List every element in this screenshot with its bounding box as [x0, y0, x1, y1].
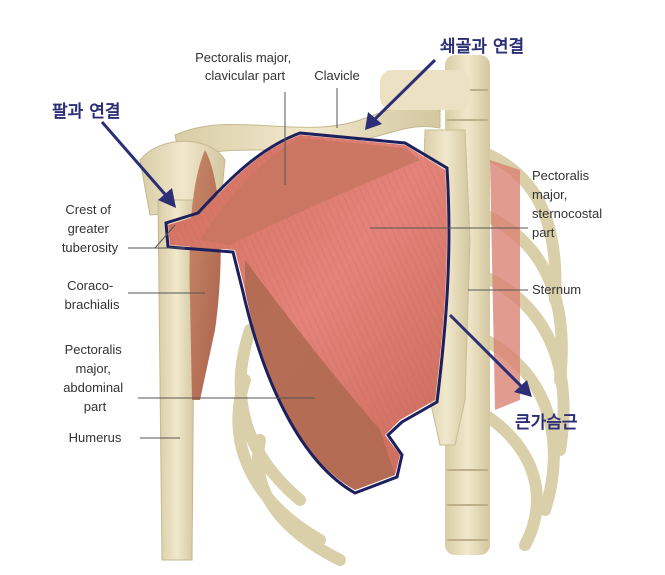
label-pect-sternocostal-line2: major,	[532, 187, 567, 202]
label-clavicle: Clavicle	[314, 68, 360, 83]
label-crest-line3: tuberosity	[62, 240, 119, 255]
label-coracobrachialis-line1: Coraco-	[67, 278, 113, 293]
label-crest: Crest of greater tuberosity	[62, 202, 119, 255]
label-pect-sternocostal-line4: part	[532, 225, 555, 240]
label-pect-clavicular-line2: clavicular part	[205, 68, 286, 83]
serratus-muscle	[490, 160, 520, 410]
label-crest-line1: Crest of	[65, 202, 111, 217]
annotation-pectoralis-major: 큰가슴근	[515, 413, 578, 433]
annotation-arrows	[100, 58, 532, 397]
label-crest-line2: greater	[68, 221, 110, 236]
pectoralis-outline	[164, 131, 451, 495]
label-coracobrachialis-line2: brachialis	[65, 297, 120, 312]
pectoralis-abdominal-part	[245, 260, 395, 490]
label-sternum: Sternum	[532, 282, 581, 297]
muscles	[164, 131, 520, 495]
label-pect-sternocostal-line3: sternocostal	[532, 206, 602, 221]
label-pect-abdominal-line1: Pectoralis	[65, 342, 123, 357]
label-pect-abdominal-line3: abdominal	[63, 380, 123, 395]
annotation-clavicle-connection: 쇄골과 연결	[440, 37, 524, 57]
label-pect-abdominal-line2: major,	[75, 361, 110, 376]
leader-lines	[128, 88, 528, 439]
label-humerus: Humerus	[69, 430, 122, 445]
label-pect-sternocostal-line1: Pectoralis	[532, 168, 590, 183]
pectoralis-clavicular-part	[200, 138, 420, 245]
label-pect-abdominal-line4: part	[84, 399, 107, 414]
label-coracobrachialis: Coraco- brachialis	[65, 278, 120, 312]
label-pect-sternocostal: Pectoralis major, sternocostal part	[532, 168, 606, 240]
humerus-bone	[157, 199, 196, 561]
label-pect-clavicular: Pectoralis major, clavicular part	[195, 50, 295, 83]
label-pect-clavicular-line1: Pectoralis major,	[195, 50, 291, 65]
label-pect-abdominal: Pectoralis major, abdominal part	[63, 342, 127, 414]
scapula-region	[380, 70, 470, 110]
annotation-arm-connection: 팔과 연결	[52, 102, 120, 122]
